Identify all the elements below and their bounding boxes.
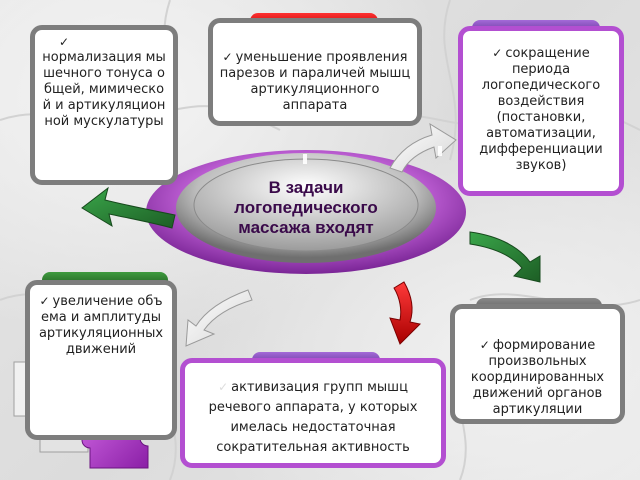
check-icon: ✓: [492, 46, 503, 60]
task-card-bottom-middle: ✓активизация групп мышц речевого аппарат…: [180, 358, 446, 468]
check-icon: ✓: [39, 294, 50, 308]
check-icon: ✓: [479, 338, 490, 352]
task-text: активизация групп мышц речевого аппарата…: [208, 380, 418, 455]
task-text: нормализация мышечного тонуса общей, мим…: [42, 50, 166, 129]
task-card-top-right: ✓сокращение периода логопедического возд…: [458, 26, 624, 196]
white-spark-icon: [438, 146, 442, 156]
task-text: увеличение объема и амплитуды артикуляци…: [38, 294, 164, 357]
check-icon: ✓: [59, 35, 70, 49]
arrow-red-down-icon: [389, 281, 422, 345]
arrow-green-up-left-icon: [81, 186, 176, 229]
task-text: сокращение периода логопедического возде…: [479, 46, 603, 173]
arrow-white-up-right-icon: [389, 122, 457, 173]
center-title: В задачи логопедического массажа входят: [234, 178, 378, 237]
task-card-top-middle: ✓уменьшение проявления парезов и паралич…: [208, 18, 422, 126]
arrow-white-down-left-icon: [185, 289, 253, 347]
task-text: уменьшение проявления парезов и параличе…: [219, 50, 411, 113]
task-text: формирование произвольных координированн…: [470, 338, 605, 417]
white-spark-icon: [303, 154, 307, 164]
check-icon: ✓: [218, 380, 229, 394]
arrow-green-down-right-icon: [469, 231, 541, 283]
task-card-middle-left: ✓увеличение объема и амплитуды артикуляц…: [25, 280, 177, 440]
task-card-top-left: ✓ нормализация мышечного тонуса общей, м…: [30, 25, 178, 185]
check-icon: ✓: [222, 50, 233, 64]
task-card-middle-right: ✓формирование произвольных координирован…: [450, 304, 625, 424]
